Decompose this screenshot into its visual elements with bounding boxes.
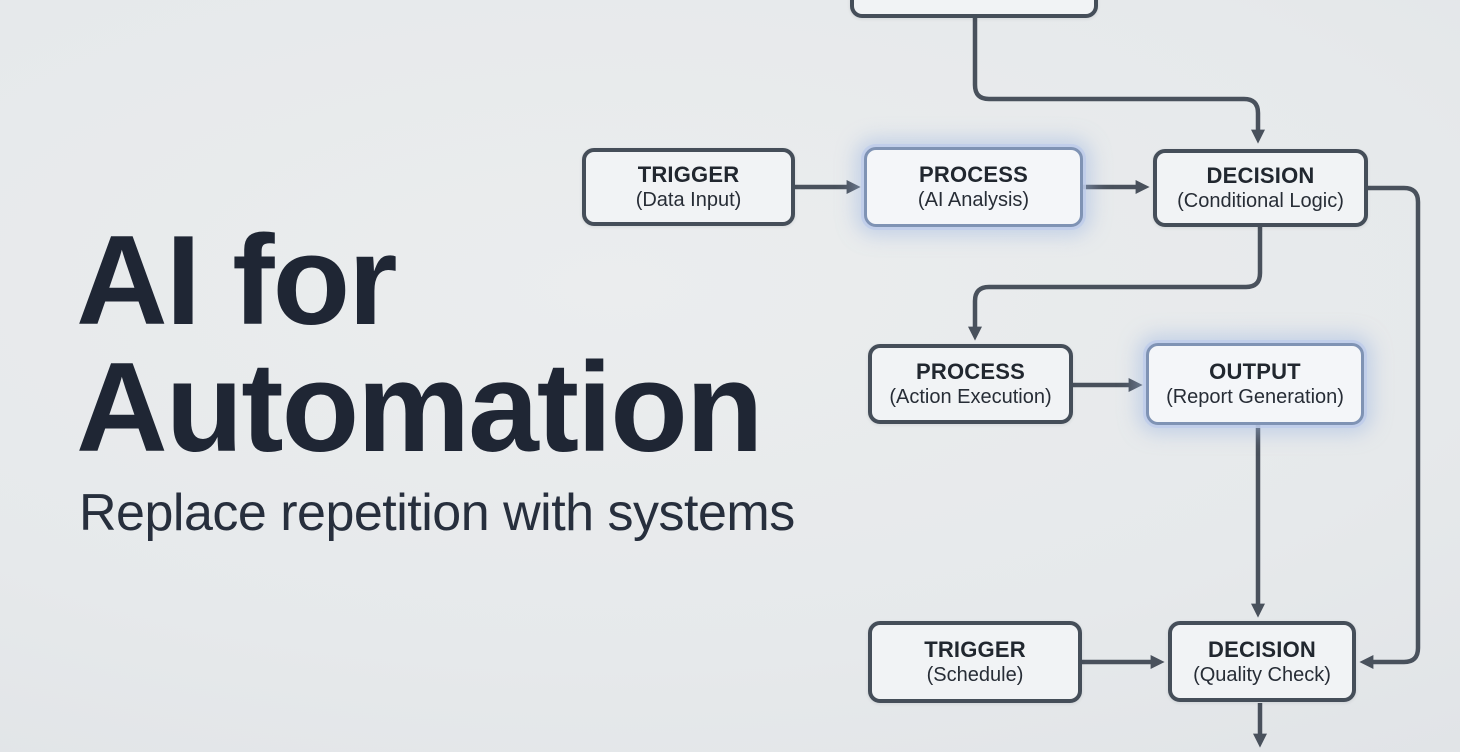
node-decision-conditional-logic: DECISION (Conditional Logic) [1153, 149, 1368, 227]
edge-decision-conditional-to-process-action [968, 227, 1263, 341]
node-sublabel: (Action Execution) [889, 386, 1052, 408]
node-sublabel: (AI Analysis) [917, 189, 1030, 211]
title-line-1: AI for [76, 209, 398, 351]
node-label: PROCESS [916, 359, 1025, 384]
node-label: TRIGGER [924, 637, 1026, 662]
node-sublabel: (Data Input) [635, 189, 742, 211]
node-label: TRIGGER [637, 162, 740, 187]
node-process-ai-analysis: PROCESS (AI Analysis) [864, 147, 1083, 227]
node-decision-quality-check: DECISION (Quality Check) [1168, 621, 1356, 702]
node-sublabel: (Schedule) [926, 664, 1024, 686]
node-process-action-execution: PROCESS (Action Execution) [868, 344, 1073, 424]
edge-top-to-decision-conditional [972, 18, 1265, 144]
node-output-report-generation: OUTPUT (Report Generation) [1146, 343, 1364, 425]
node-label: DECISION [1206, 163, 1315, 188]
node-label: PROCESS [919, 162, 1028, 187]
title-line-2: Automation [76, 336, 763, 478]
node-sublabel: (Report Generation) [1166, 386, 1344, 408]
node-label: DECISION [1208, 636, 1316, 662]
node-top-partial [850, 0, 1098, 18]
node-trigger-data-input: TRIGGER (Data Input) [582, 148, 795, 226]
edge-decision-conditional-to-decision-qc [1359, 185, 1421, 669]
node-label: OUTPUT [1209, 359, 1301, 384]
node-trigger-schedule: TRIGGER (Schedule) [868, 621, 1082, 703]
page-subtitle: Replace repetition with systems [79, 484, 795, 542]
node-sublabel: (Quality Check) [1193, 663, 1331, 686]
node-sublabel: (Conditional Logic) [1177, 190, 1344, 212]
